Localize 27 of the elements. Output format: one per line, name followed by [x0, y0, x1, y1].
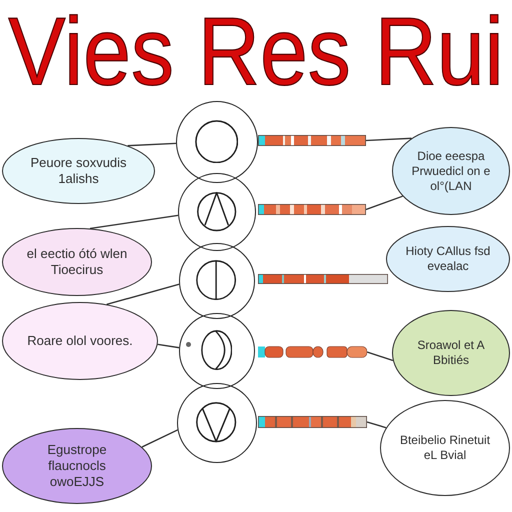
node-text: Hioty CAllus fsd evealac	[404, 244, 492, 274]
circle-node	[176, 101, 258, 183]
banded-bar	[258, 274, 388, 284]
connector-line	[366, 421, 386, 428]
node-text: Sroawol et A Bbitiés	[416, 338, 486, 368]
connector-line	[366, 138, 412, 142]
connector-line	[90, 214, 178, 230]
connector-line	[366, 196, 403, 210]
node-text: Roare olol voores.	[27, 332, 133, 350]
connector-line	[142, 429, 178, 448]
node-text: el eectio ótó wlen Tioecirus	[26, 246, 128, 278]
node-text: Dioe eeespa Prwuedicl on e ol°(LAN	[410, 148, 492, 194]
banded-bar	[258, 346, 367, 358]
circle-node	[179, 313, 255, 389]
circle-node	[177, 383, 257, 463]
connector-line	[366, 351, 394, 362]
diagram-title: Vies Res Rui	[7, 4, 505, 100]
node-text: Peuore soxvudis 1alishs	[29, 154, 128, 188]
circle-node	[179, 243, 255, 319]
banded-bar	[258, 135, 366, 146]
banded-bar	[258, 204, 366, 215]
node-text: Egustrope flaucnocls owoEJJS	[46, 442, 108, 490]
node-text: Bteibelio Rinetuit eL Bvial	[398, 433, 492, 463]
circle-node	[178, 173, 256, 251]
connector-line	[158, 344, 180, 348]
connector-line	[128, 142, 176, 146]
banded-bar	[258, 416, 367, 428]
